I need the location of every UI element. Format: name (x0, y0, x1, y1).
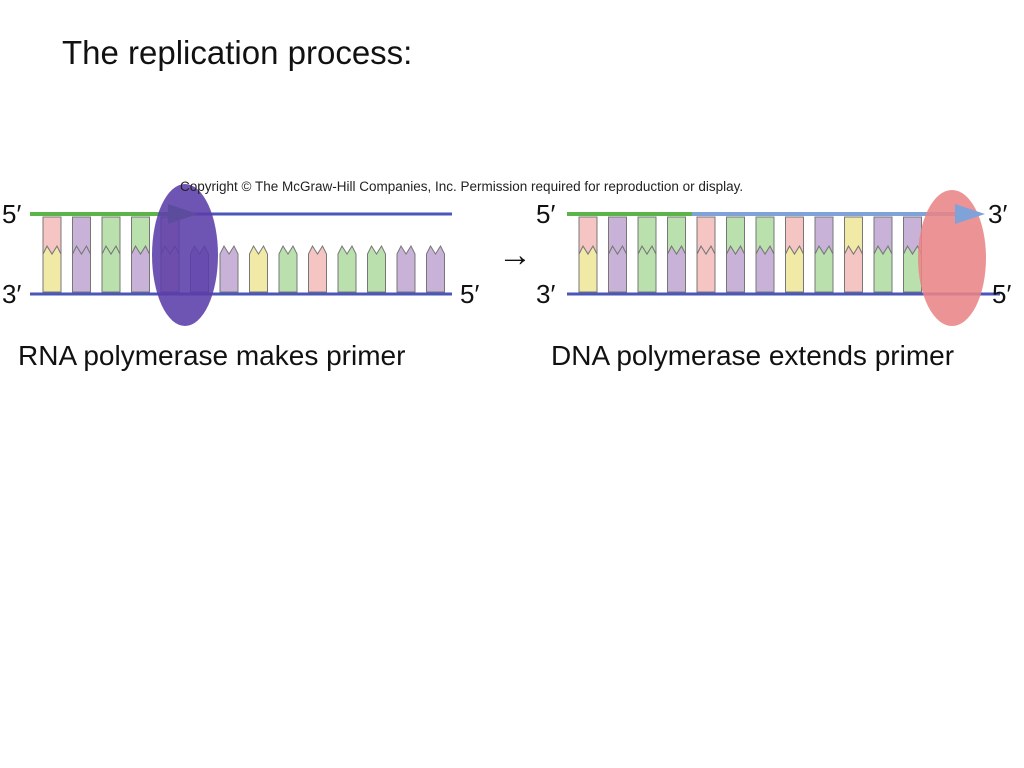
right-panel-bases (578, 216, 922, 293)
left-bottom-base-9 (278, 244, 298, 293)
right-panel-caption: DNA polymerase extends primer (551, 340, 954, 371)
slide-title: The replication process: (62, 34, 413, 71)
right-top-base-9 (814, 216, 834, 255)
left-bottom-3-prime-label: 3′ (2, 279, 21, 309)
copyright-notice: Copyright © The McGraw-Hill Companies, I… (180, 179, 743, 194)
left-top-base-3 (101, 216, 121, 255)
left-bottom-base-8 (249, 244, 268, 293)
right-top-base-3 (637, 216, 657, 255)
rna-polymerase-enzyme (152, 184, 218, 326)
right-top-base-11 (873, 216, 893, 255)
right-top-base-1 (578, 216, 598, 255)
left-bottom-base-10 (308, 244, 327, 293)
left-panel-bases (42, 216, 445, 293)
left-bottom-base-14 (426, 244, 445, 293)
left-top-5-prime-label: 5′ (2, 199, 21, 229)
right-top-base-6 (726, 216, 745, 255)
right-bottom-3-prime-label: 3′ (536, 279, 555, 309)
right-top-base-12 (903, 216, 922, 255)
left-panel-caption: RNA polymerase makes primer (18, 340, 405, 371)
left-bottom-base-7 (219, 244, 239, 293)
dna-polymerase-enzyme (918, 190, 986, 326)
right-top-base-7 (755, 216, 775, 255)
right-bottom-5-prime-label: 5′ (992, 279, 1011, 309)
left-bottom-base-12 (367, 244, 386, 293)
left-top-base-1 (42, 216, 62, 255)
right-top-base-2 (608, 216, 627, 255)
left-bottom-base-13 (396, 244, 416, 293)
left-top-base-2 (72, 216, 91, 255)
right-top-base-8 (785, 216, 804, 255)
right-top-5-prime-label: 5′ (536, 199, 555, 229)
right-top-3-prime-label: 3′ (988, 199, 1007, 229)
right-dna-extension-arrowhead (955, 204, 985, 224)
step-arrow-icon: → (498, 236, 532, 274)
left-top-base-4 (131, 216, 150, 255)
left-bottom-5-prime-label: 5′ (460, 279, 479, 309)
left-bottom-base-11 (337, 244, 357, 293)
right-top-base-10 (844, 216, 863, 255)
right-top-base-4 (667, 216, 686, 255)
right-top-base-5 (696, 216, 716, 255)
